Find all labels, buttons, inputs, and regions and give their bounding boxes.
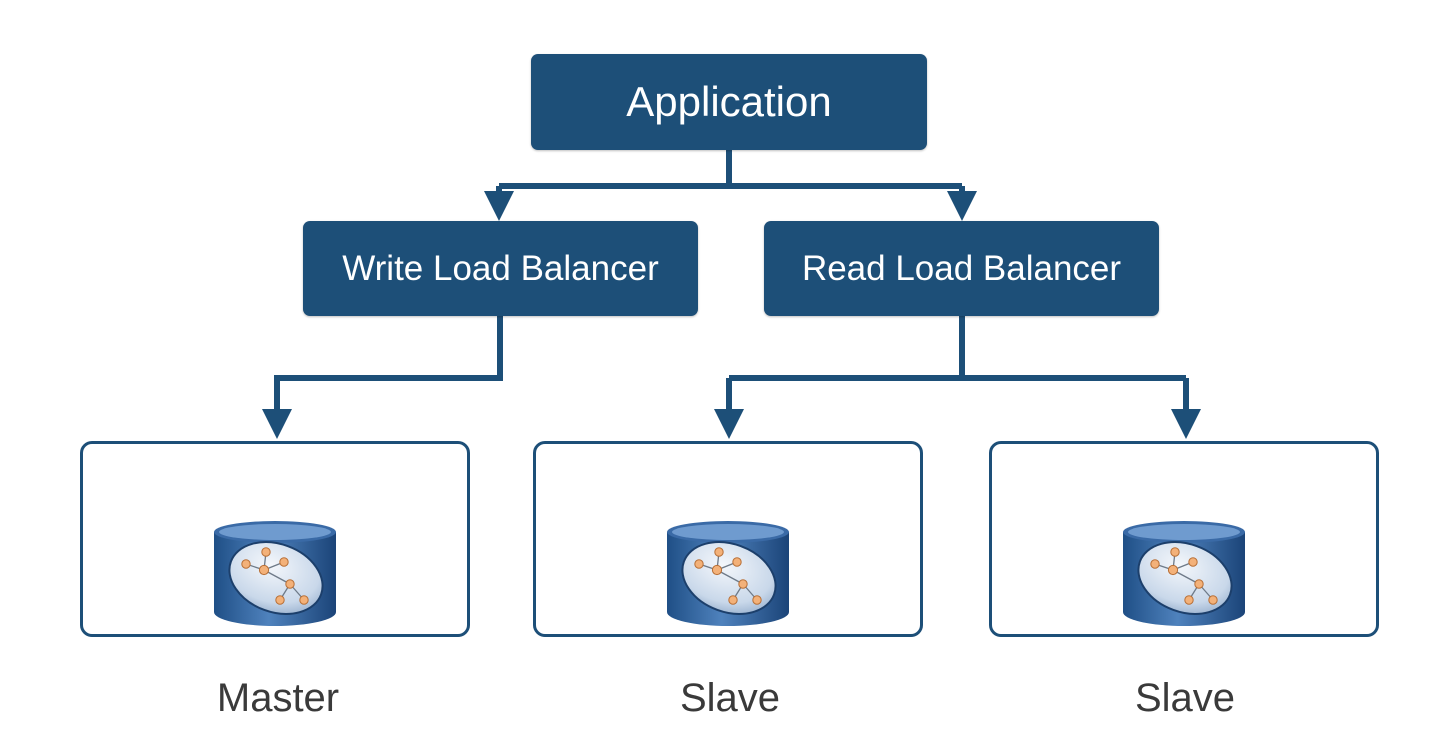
slave-db-panel-2 [989, 441, 1379, 637]
database-icon [667, 521, 789, 626]
application-label: Application [626, 78, 832, 125]
write-load-balancer-node: Write Load Balancer [303, 221, 698, 316]
master-db-panel [80, 441, 470, 637]
database-icon [1123, 521, 1245, 626]
write-load-balancer-label: Write Load Balancer [342, 248, 659, 288]
application-node: Application [531, 54, 927, 150]
arrow-to-master [262, 316, 503, 439]
read-load-balancer-label: Read Load Balancer [801, 248, 1122, 288]
read-load-balancer-node: Read Load Balancer [764, 221, 1159, 316]
slave-caption-2: Slave [1134, 676, 1236, 720]
slave-db-panel-1 [533, 441, 923, 637]
slave-caption-1: Slave [679, 676, 781, 720]
master-caption: Master [216, 676, 340, 720]
database-icon [214, 521, 336, 626]
